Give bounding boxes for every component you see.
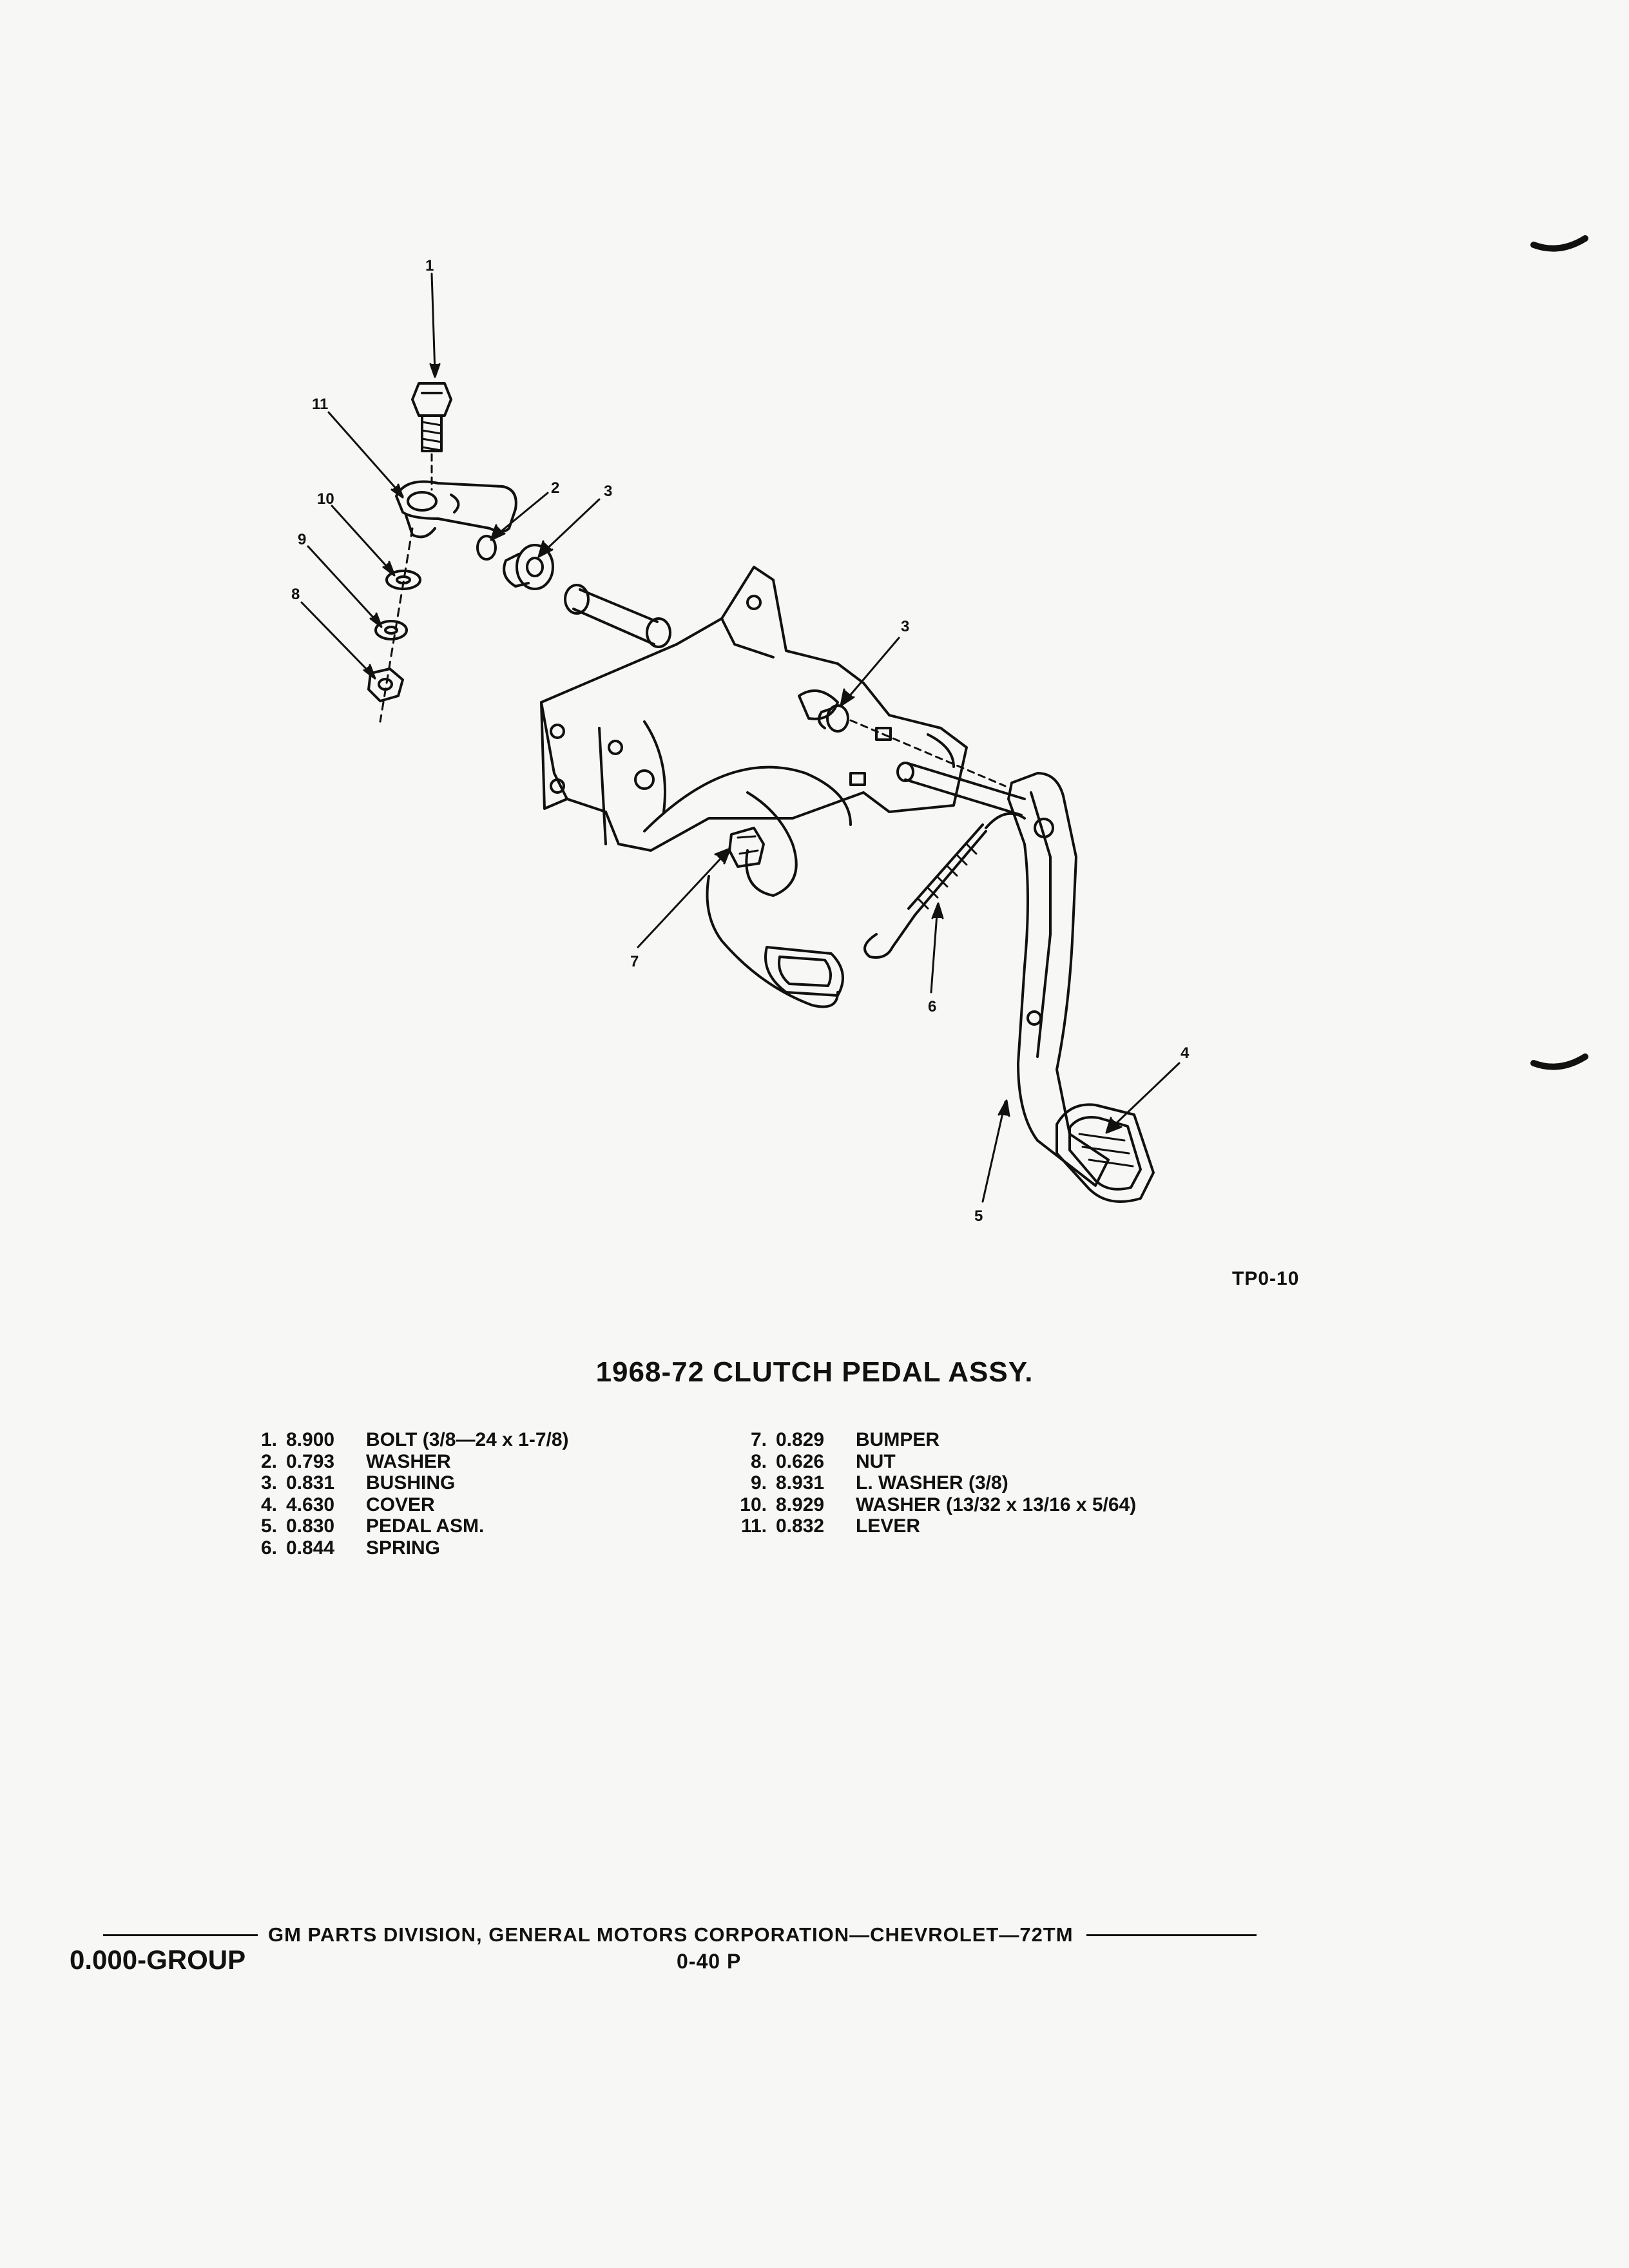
part-name: NUT — [856, 1450, 896, 1472]
part-code: 0.830 — [286, 1515, 335, 1537]
washer-10-part — [385, 570, 421, 590]
part-code: 0.793 — [286, 1450, 335, 1472]
lever-part — [395, 480, 517, 539]
callout-1: 1 — [425, 257, 434, 274]
part-name: BOLT (3/8—24 x 1-7/8) — [366, 1429, 569, 1450]
part-number: 8. — [750, 1450, 767, 1472]
binder-mark — [1530, 235, 1588, 252]
part-code: 0.831 — [286, 1472, 335, 1494]
pedal-support-bracket — [540, 566, 968, 1008]
part-number: 4. — [260, 1494, 277, 1515]
callout-10: 10 — [317, 490, 334, 508]
clutch-pedal-exploded-diagram: 1 2 3 3 4 5 6 7 8 9 10 11 — [291, 235, 1588, 1225]
footer-publisher-text: GM PARTS DIVISION, GENERAL MOTORS CORPOR… — [268, 1923, 1074, 1946]
list-item: 7. 0.829 BUMPER — [728, 1429, 1136, 1451]
footer-publisher-line: GM PARTS DIVISION, GENERAL MOTORS CORPOR… — [103, 1923, 1340, 1946]
part-number: 10. — [740, 1494, 767, 1515]
part-name: BUSHING — [366, 1472, 456, 1494]
list-item: 4. 4.630 COVER — [238, 1494, 569, 1516]
bushing-3-part — [503, 544, 554, 590]
part-code: 8.929 — [776, 1494, 825, 1515]
part-code: 4.630 — [286, 1494, 335, 1515]
pedal-shaft — [904, 762, 1026, 816]
part-number: 9. — [750, 1472, 767, 1494]
callout-5: 5 — [974, 1207, 983, 1225]
bolt-part — [411, 382, 452, 491]
part-code: 0.832 — [776, 1515, 825, 1537]
part-number: 5. — [260, 1515, 277, 1537]
part-name: LEVER — [856, 1515, 921, 1537]
part-number: 2. — [260, 1450, 277, 1472]
spring-6-part — [863, 812, 1026, 959]
page-title: 1968-72 CLUTCH PEDAL ASSY. — [595, 1356, 1034, 1388]
part-number: 3. — [260, 1472, 277, 1494]
part-number: 6. — [260, 1537, 277, 1559]
part-name: WASHER — [366, 1450, 451, 1472]
part-number: 11. — [740, 1515, 767, 1537]
part-code: 0.829 — [776, 1429, 825, 1450]
binder-mark — [1530, 1053, 1588, 1070]
part-code: 0.626 — [776, 1450, 825, 1472]
figure-code: TP0-10 — [1232, 1268, 1300, 1289]
bushing-3-right-part — [818, 704, 1007, 787]
part-code: 8.900 — [286, 1429, 335, 1450]
part-name: PEDAL ASM. — [366, 1515, 485, 1537]
list-item: 1. 8.900 BOLT (3/8—24 x 1-7/8) — [238, 1429, 569, 1451]
list-item: 2. 0.793 WASHER — [238, 1451, 569, 1473]
list-item: 5. 0.830 PEDAL ASM. — [238, 1515, 569, 1537]
list-item: 10. 8.929 WASHER (13/32 x 13/16 x 5/64) — [728, 1494, 1136, 1516]
part-name: BUMPER — [856, 1429, 940, 1450]
callout-4: 4 — [1181, 1044, 1190, 1062]
part-name: WASHER (13/32 x 13/16 x 5/64) — [856, 1494, 1137, 1515]
parts-list-right: 7. 0.829 BUMPER 8. 0.626 NUT 9. 8.931 L. WASHE… — [728, 1429, 1136, 1537]
washer-9-part — [374, 620, 408, 640]
footer-rule-right — [1086, 1934, 1257, 1936]
callout-9: 9 — [298, 531, 306, 548]
part-number: 1. — [260, 1429, 277, 1450]
page-number: 0-40 P — [677, 1950, 742, 1973]
callout-7: 7 — [630, 953, 639, 970]
callout-2: 2 — [551, 479, 559, 497]
part-name: COVER — [366, 1494, 435, 1515]
callout-6: 6 — [928, 998, 936, 1015]
part-code: 8.931 — [776, 1472, 825, 1494]
callout-8: 8 — [291, 586, 300, 603]
parts-list-left: 1. 8.900 BOLT (3/8—24 x 1-7/8) 2. 0.793 WASH… — [238, 1429, 569, 1559]
callout-3-right: 3 — [901, 618, 909, 635]
part-number: 7. — [750, 1429, 767, 1450]
washer-2-part — [476, 535, 497, 561]
pedal-cover-4-part — [1055, 1103, 1155, 1203]
part-name: SPRING — [366, 1537, 441, 1559]
callout-3: 3 — [604, 483, 612, 500]
callout-11: 11 — [312, 396, 328, 413]
leader-lines — [300, 273, 1181, 1203]
footer-rule-left — [103, 1934, 258, 1936]
list-item: 8. 0.626 NUT — [728, 1451, 1136, 1473]
list-item: 9. 8.931 L. WASHER (3/8) — [728, 1472, 1136, 1494]
group-label: 0.000-GROUP — [70, 1945, 246, 1975]
part-name: L. WASHER (3/8) — [856, 1472, 1008, 1494]
list-item: 11. 0.832 LEVER — [728, 1515, 1136, 1537]
pivot-shaft-part — [564, 584, 671, 648]
list-item: 6. 0.844 SPRING — [238, 1537, 569, 1559]
list-item: 3. 0.831 BUSHING — [238, 1472, 569, 1494]
part-code: 0.844 — [286, 1537, 335, 1559]
